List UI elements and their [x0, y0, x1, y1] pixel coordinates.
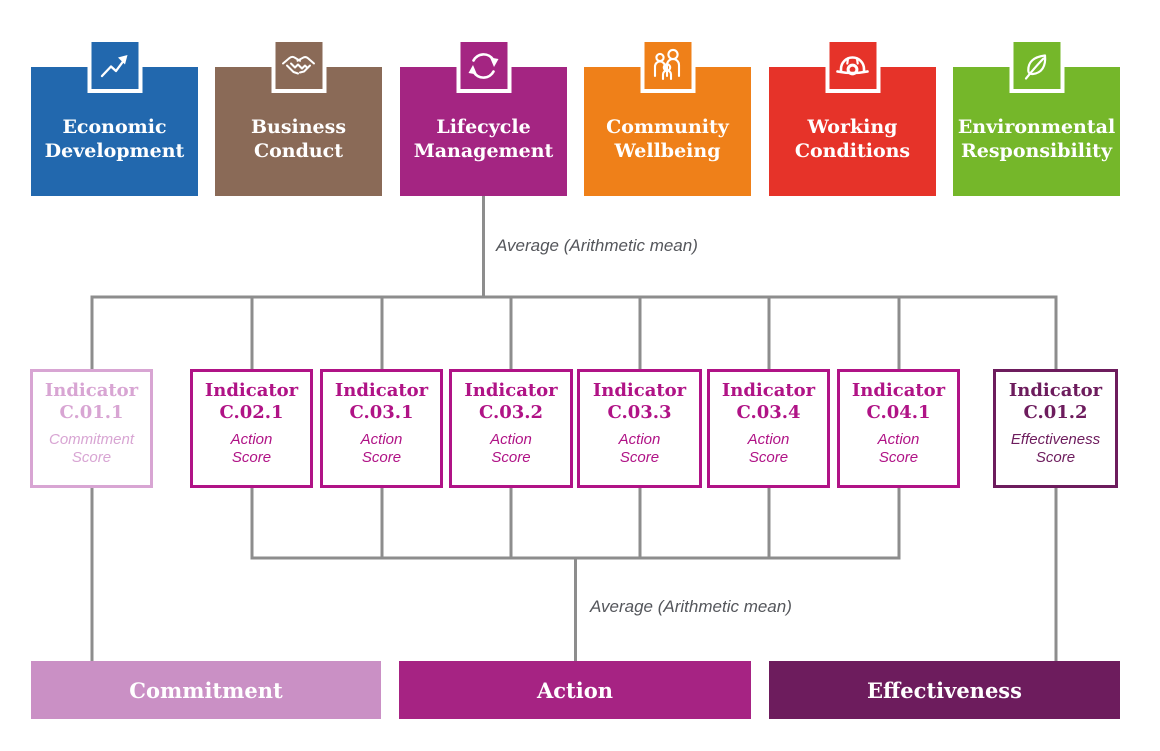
indicator-subtitle: Action Score — [710, 431, 827, 468]
family-icon — [640, 38, 695, 93]
indicator-title-line: Indicator — [204, 380, 299, 401]
indicator-subtitle-line: Score — [1035, 449, 1076, 467]
category-label-line: Responsibility — [960, 140, 1113, 163]
score-bar-label: Effectiveness — [867, 677, 1022, 703]
indicator-subtitle: Action Score — [452, 431, 570, 468]
indicator-title: Indicator C.03.4 — [710, 380, 827, 423]
indicator-title-line: C.03.4 — [736, 401, 801, 423]
indicator-title: Indicator C.03.2 — [452, 380, 570, 423]
indicator-subtitle: Action Score — [840, 431, 957, 468]
indicator-subtitle-line: Score — [361, 449, 402, 467]
lifecycle-arrows-icon — [456, 38, 511, 93]
category-box-community-wellbeing: Community Wellbeing — [584, 38, 751, 196]
indicator-subtitle-line: Action — [747, 431, 790, 449]
category-label-line: Economic — [62, 116, 167, 139]
category-label: Lifecycle Management — [400, 116, 567, 164]
indicator-box-c-01-1: Indicator C.01.1 Commitment Score — [30, 369, 153, 488]
indicator-box-c-04-1: Indicator C.04.1 Action Score — [837, 369, 960, 488]
indicator-title-line: Indicator — [721, 380, 816, 401]
category-label-line: Business — [250, 116, 347, 139]
indicator-subtitle: Action Score — [193, 431, 310, 468]
indicator-subtitle-line: Commitment — [48, 431, 134, 449]
indicator-box-c-03-3: Indicator C.03.3 Action Score — [577, 369, 702, 488]
trend-up-icon — [87, 38, 142, 93]
category-box-environmental-responsibility: Environmental Responsibility — [953, 38, 1120, 196]
indicator-subtitle-line: Score — [878, 449, 919, 467]
category-label-line: Management — [413, 140, 554, 163]
category-label-line: Wellbeing — [614, 140, 721, 163]
indicator-title: Indicator C.01.1 — [33, 380, 150, 423]
indicator-subtitle-line: Action — [877, 431, 920, 449]
indicator-title-line: C.01.2 — [1023, 401, 1088, 423]
category-label-line: Conditions — [794, 140, 911, 163]
category-box-working-conditions: Working Conditions — [769, 38, 936, 196]
category-label-line: Working — [807, 116, 898, 139]
category-label: Working Conditions — [769, 116, 936, 164]
indicator-title-line: Indicator — [334, 380, 429, 401]
indicator-subtitle: Action Score — [580, 431, 699, 468]
indicator-title-line: Indicator — [464, 380, 558, 401]
indicator-title-line: C.04.1 — [866, 401, 931, 423]
indicator-box-c-03-1: Indicator C.03.1 Action Score — [320, 369, 443, 488]
average-note-bottom: Average (Arithmetic mean) — [590, 597, 792, 616]
handshake-icon — [271, 38, 326, 93]
indicator-title: Indicator C.02.1 — [193, 380, 310, 423]
indicator-title-line: C.03.2 — [478, 401, 544, 423]
category-label-line: Development — [44, 140, 185, 163]
category-label: Business Conduct — [215, 116, 382, 164]
score-bar-effectiveness: Effectiveness — [769, 661, 1120, 719]
hard-hat-icon — [825, 38, 880, 93]
indicator-title-line: C.03.1 — [349, 401, 414, 423]
indicator-subtitle: Action Score — [323, 431, 440, 468]
indicator-box-c-03-4: Indicator C.03.4 Action Score — [707, 369, 830, 488]
indicator-title-line: Indicator — [592, 380, 687, 401]
leaf-icon — [1009, 38, 1064, 93]
category-label-line: Community — [606, 116, 729, 139]
category-box-business-conduct: Business Conduct — [215, 38, 382, 196]
category-box-economic-development: Economic Development — [31, 38, 198, 196]
indicator-subtitle-line: Score — [748, 449, 789, 467]
indicator-title: Indicator C.01.2 — [996, 380, 1115, 423]
indicator-title: Indicator C.03.3 — [580, 380, 699, 423]
category-box-lifecycle-management: Lifecycle Management — [400, 38, 567, 196]
indicator-subtitle-line: Score — [71, 449, 112, 467]
indicator-subtitle-line: Score — [491, 449, 531, 467]
indicator-subtitle-line: Score — [231, 449, 272, 467]
indicator-subtitle: Commitment Score — [33, 431, 150, 468]
indicator-box-c-02-1: Indicator C.02.1 Action Score — [190, 369, 313, 488]
indicator-title-line: Indicator — [44, 380, 139, 401]
category-label: Environmental Responsibility — [953, 116, 1120, 164]
average-note-top: Average (Arithmetic mean) — [496, 236, 698, 255]
category-label: Economic Development — [31, 116, 198, 164]
category-label-line: Conduct — [253, 140, 344, 163]
indicator-box-c-01-2: Indicator C.01.2 Effectiveness Score — [993, 369, 1118, 488]
category-label-line: Lifecycle — [436, 116, 531, 139]
indicator-subtitle-line: Action — [490, 431, 532, 449]
indicator-subtitle-line: Action — [230, 431, 273, 449]
score-bar-label: Commitment — [129, 677, 283, 703]
indicator-title-line: Indicator — [1008, 380, 1103, 401]
indicator-subtitle-line: Action — [618, 431, 661, 449]
indicator-title-line: C.03.3 — [607, 401, 672, 423]
indicator-title-line: C.02.1 — [219, 401, 284, 423]
score-bar-action: Action — [399, 661, 751, 719]
indicator-subtitle: Effectiveness Score — [996, 431, 1115, 468]
score-bar-label: Action — [536, 677, 614, 703]
indicator-subtitle-line: Effectiveness — [1010, 431, 1101, 449]
indicator-subtitle-line: Score — [619, 449, 660, 467]
indicator-box-c-03-2: Indicator C.03.2 Action Score — [449, 369, 573, 488]
indicator-title-line: C.01.1 — [59, 401, 124, 423]
indicator-title: Indicator C.04.1 — [840, 380, 957, 423]
category-label: Community Wellbeing — [584, 116, 751, 164]
indicator-subtitle-line: Action — [360, 431, 403, 449]
indicator-title: Indicator C.03.1 — [323, 380, 440, 423]
score-bar-commitment: Commitment — [31, 661, 381, 719]
category-label-line: Environmental — [957, 116, 1116, 139]
indicator-title-line: Indicator — [851, 380, 946, 401]
